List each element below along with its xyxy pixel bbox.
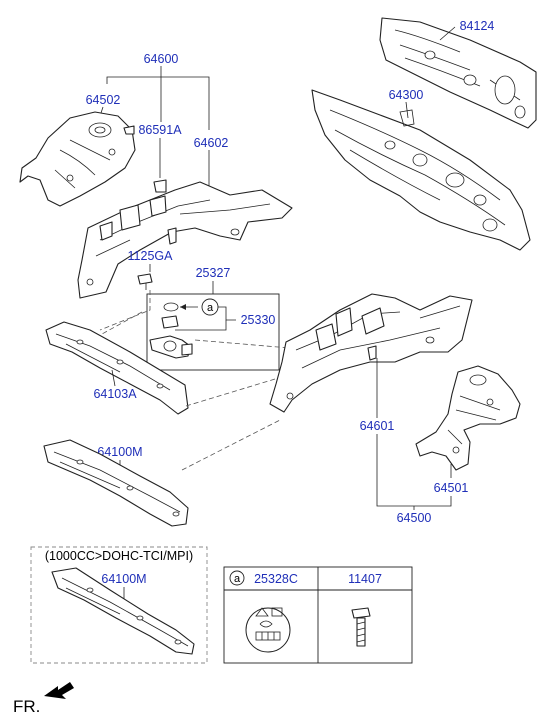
legend-a-letter: a: [234, 573, 241, 585]
label-64500: 64500: [397, 511, 432, 525]
dash-line-1: [99, 290, 151, 331]
label-84124: 84124: [460, 19, 495, 33]
callout-a-letter: a: [207, 302, 214, 314]
leader-84124: [439, 26, 456, 41]
legend-11407: 11407: [348, 572, 382, 586]
dash-line-4: [181, 419, 281, 471]
variant-note: (1000CC>DOHC-TCI/MPI): [45, 549, 193, 563]
label-64103A: 64103A: [93, 387, 137, 401]
part-64300-dash-panel: [311, 89, 531, 251]
legend-a-circle: [229, 570, 245, 586]
label-64501: 64501: [434, 481, 469, 495]
leader-64600-bracket: [106, 76, 210, 130]
label-64502: 64502: [86, 93, 121, 107]
label-86591A: 86591A: [138, 123, 182, 137]
part-86591A-clip: [153, 179, 167, 193]
legend-table: [223, 566, 413, 664]
part-64100M-lower-rail: [43, 439, 189, 527]
arrow-head: [180, 304, 186, 310]
label-1125GA: 1125GA: [128, 249, 174, 263]
label-64600: 64600: [144, 52, 179, 66]
leader-25330-top: [218, 306, 236, 321]
bolt-11407-icon: [351, 607, 371, 647]
part-64602-side-member: [77, 181, 293, 299]
part-cap-ellipse: [163, 302, 179, 312]
part-64601-side-member: [269, 293, 473, 413]
label-64300: 64300: [389, 88, 424, 102]
front-arrow-icon: [44, 682, 74, 699]
leader-64300: [405, 101, 409, 119]
part-84124-insulator: [379, 17, 537, 129]
label-25327: 25327: [196, 266, 231, 280]
part-64501-strut-housing: [415, 365, 521, 471]
leader-64103A: [111, 369, 116, 387]
dash-line-2: [194, 339, 291, 349]
fr-label: FR.: [13, 697, 40, 716]
dash-line-3: [185, 375, 286, 407]
part-64100M-alt-lower-rail: [51, 567, 195, 655]
part-1125GA-bolt: [137, 273, 153, 290]
label-25330: 25330: [241, 313, 276, 327]
group-25327-frame: [146, 293, 280, 371]
part-25330-hose-fitting: [149, 315, 193, 359]
part-64103A-upper-rail: [45, 321, 189, 415]
warning-label-icon: [245, 607, 291, 653]
legend-25328C: 25328C: [254, 572, 298, 586]
variant-box: [30, 546, 208, 664]
label-64100M: 64100M: [97, 445, 142, 459]
leader-25330-bottom: [175, 320, 227, 331]
part-64502-strut-housing: [19, 111, 136, 207]
label-64601: 64601: [360, 419, 395, 433]
label-64100M-alt: 64100M: [101, 572, 146, 586]
label-64602: 64602: [194, 136, 229, 150]
